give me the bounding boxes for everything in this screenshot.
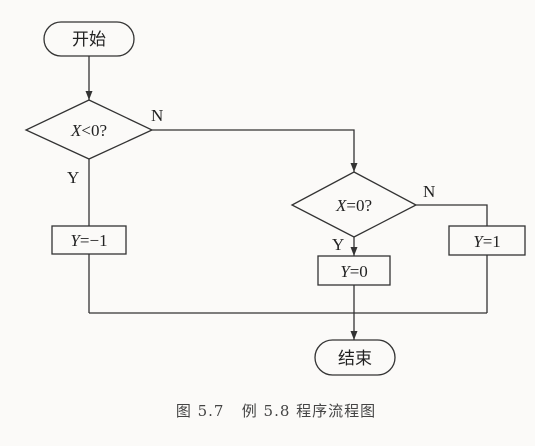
process-zero-label: Y=0 xyxy=(340,262,368,281)
decision-x-less-than-zero xyxy=(24,99,154,160)
process-neg-label: Y=−1 xyxy=(70,231,107,250)
start-terminal xyxy=(43,21,135,57)
process-y-equals-minus-one xyxy=(51,225,127,255)
decision-x-equals-zero xyxy=(290,171,418,238)
process-y-equals-zero xyxy=(317,255,391,286)
process-pos-label: Y=1 xyxy=(473,232,501,251)
connector-cond2-no xyxy=(416,204,488,226)
branch-label-cond2-yes: Y xyxy=(332,235,344,254)
branch-label-cond1-no: N xyxy=(151,106,163,125)
branch-label-cond2-no: N xyxy=(423,182,435,201)
figure-caption: 图 5.7 例 5.8 程序流程图 xyxy=(176,402,376,420)
branch-label-cond1-yes: Y xyxy=(67,168,79,187)
decision2-label: X=0? xyxy=(335,196,372,215)
decision1-label: X<0? xyxy=(70,121,107,140)
end-terminal xyxy=(314,339,396,376)
process-y-equals-one xyxy=(448,225,526,256)
start-label: 开始 xyxy=(72,30,106,50)
end-label: 结束 xyxy=(338,349,372,369)
connector-cond1-no xyxy=(152,129,358,172)
